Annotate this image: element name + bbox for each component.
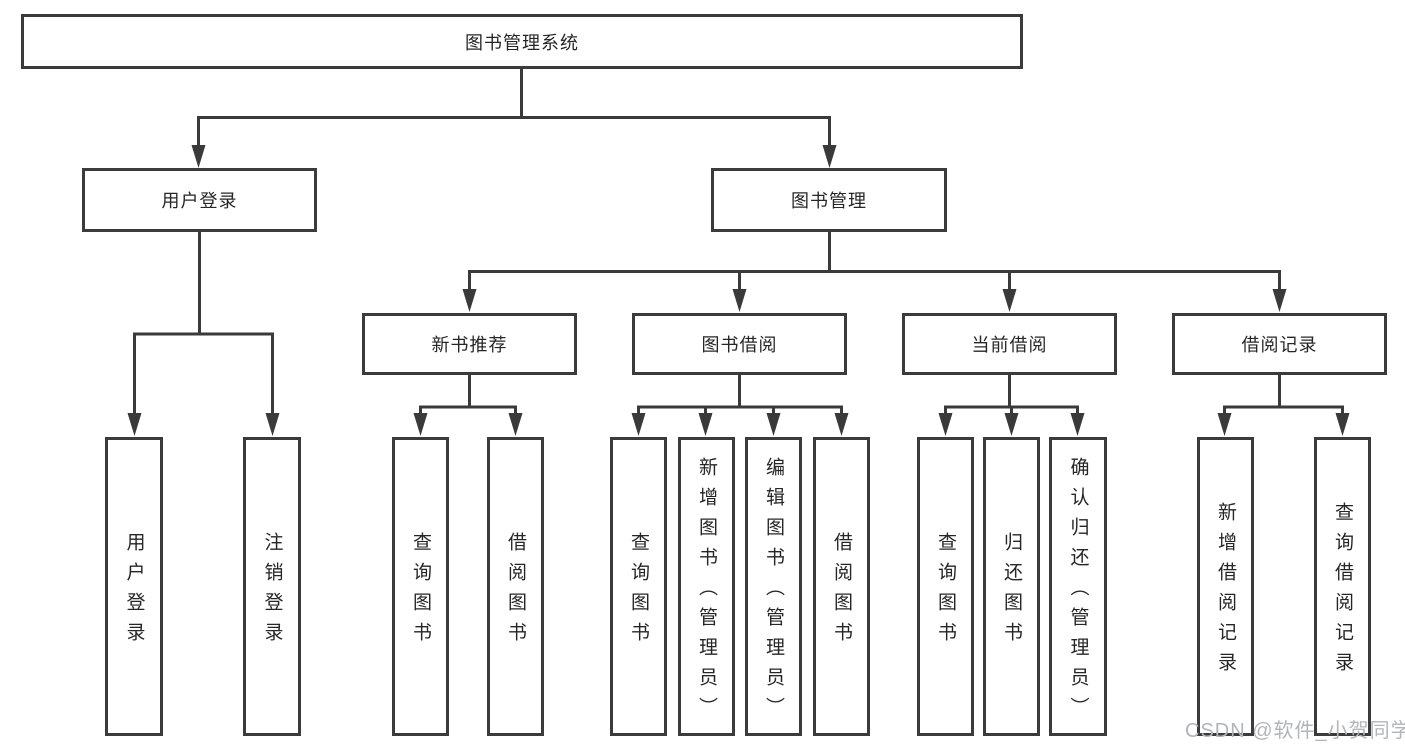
leaf-label: 新增图书（管理员） <box>696 457 717 727</box>
csdn-watermark: CSDN @软件_小贺同学 <box>1185 720 1405 742</box>
leaf-label: 新增借阅记录 <box>1215 502 1236 682</box>
leaf-label: 查询借阅记录 <box>1332 502 1353 682</box>
leaf-query-books-3: 查询图书 <box>917 437 974 736</box>
leaf-add-borrow-record: 新增借阅记录 <box>1197 437 1254 736</box>
node-label: 当前借阅 <box>971 335 1048 355</box>
node-library-management-system: 图书管理系统 <box>21 14 1023 69</box>
leaf-label: 借阅图书 <box>831 532 852 652</box>
leaf-label: 借阅图书 <box>505 532 526 652</box>
node-label: 图书管理 <box>791 191 867 211</box>
node-new-book-recommend: 新书推荐 <box>362 313 577 375</box>
leaf-query-books-2: 查询图书 <box>610 437 667 736</box>
leaf-label: 归还图书 <box>1001 532 1022 652</box>
connector-book-management-to-level3 <box>462 232 1287 312</box>
leaf-label: 查询图书 <box>410 532 431 652</box>
leaf-return-books: 归还图书 <box>983 437 1040 736</box>
connector-root-to-level2 <box>191 69 837 168</box>
connector-book-borrow-leaves <box>631 375 849 436</box>
node-label: 用户登录 <box>161 191 238 211</box>
node-label: 借阅记录 <box>1241 335 1318 355</box>
node-user-login: 用户登录 <box>82 168 317 232</box>
leaf-label: 查询图书 <box>628 532 649 652</box>
node-label: 新书推荐 <box>431 335 508 355</box>
leaf-query-books-1: 查询图书 <box>392 437 449 736</box>
connector-borrow-records-leaves <box>1217 375 1350 436</box>
leaf-label: 用户登录 <box>123 532 145 652</box>
node-book-management: 图书管理 <box>711 168 947 232</box>
node-book-borrow: 图书借阅 <box>632 313 847 375</box>
leaf-edit-books-admin: 编辑图书（管理员） <box>745 437 802 736</box>
leaf-user-login: 用户登录 <box>105 437 163 736</box>
leaf-logout: 注销登录 <box>243 437 301 736</box>
leaf-query-borrow-record: 查询借阅记录 <box>1314 437 1371 736</box>
leaf-label: 查询图书 <box>935 532 956 652</box>
node-label: 图书管理系统 <box>465 32 579 53</box>
leaf-confirm-return-admin: 确认归还（管理员） <box>1049 437 1107 736</box>
leaf-add-books-admin: 新增图书（管理员） <box>678 437 735 736</box>
leaf-label: 注销登录 <box>261 532 283 652</box>
leaf-label: 编辑图书（管理员） <box>763 457 784 727</box>
node-current-borrow: 当前借阅 <box>902 313 1117 375</box>
connector-user-login-leaves <box>127 232 280 436</box>
leaf-borrow-books-1: 借阅图书 <box>487 437 544 736</box>
leaf-borrow-books-2: 借阅图书 <box>813 437 870 736</box>
leaf-label: 确认归还（管理员） <box>1067 457 1089 727</box>
node-borrow-records: 借阅记录 <box>1172 313 1387 375</box>
connector-new-book-recommend-leaves <box>413 375 523 436</box>
connector-current-borrow-leaves <box>938 375 1085 436</box>
node-label: 图书借阅 <box>701 335 778 355</box>
